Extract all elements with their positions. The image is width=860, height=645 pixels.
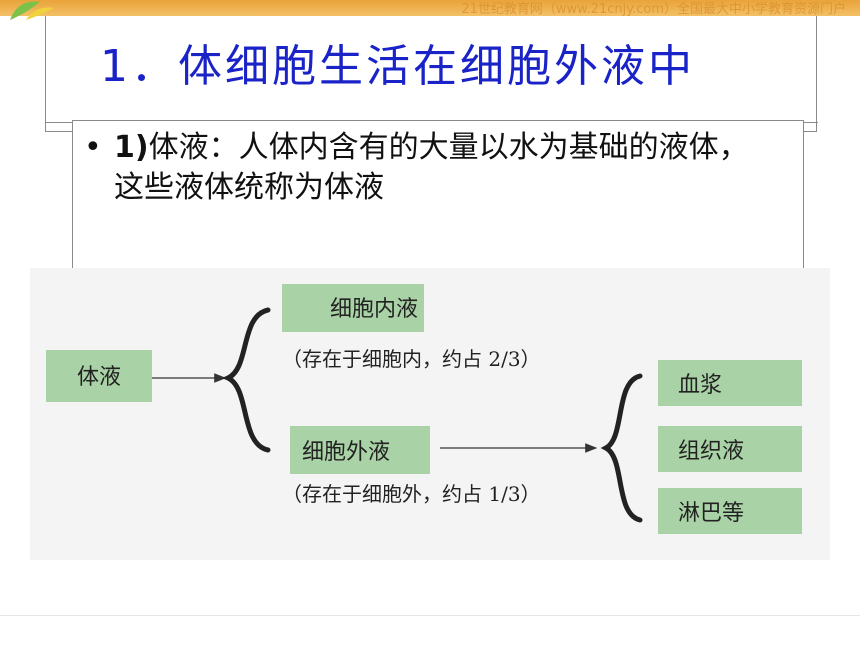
content-box [72,120,804,269]
left-brace-icon [221,307,271,453]
component-box-tissue-fluid [658,426,802,472]
component-lymph: 淋巴等 [678,501,744,526]
title-frame-tick-left [45,122,73,123]
bullet-lead: 1) [114,130,149,165]
bullet-item: • 1)体液：人体内含有的大量以水为基础的液体，这些液体统称为体液 [84,128,784,208]
footer-divider [0,615,860,616]
component-tissue-fluid: 组织液 [678,439,744,464]
bullet-marker: • [84,130,102,165]
intracellular-box [282,284,424,332]
component-box-lymph [658,488,802,534]
component-plasma: 血浆 [678,373,722,398]
root-box [46,350,152,402]
extracellular-box [290,426,430,474]
intracellular-note: （存在于细胞内，约占 2/3） [282,347,541,371]
root-label: 体液 [77,365,121,390]
top-banner: 21世纪教育网（www.21cnjy.com）全国最大中小学教育资源门户 [0,0,860,17]
extracellular-label: 细胞外液 [302,440,390,465]
banner-text: 21世纪教育网（www.21cnjy.com）全国最大中小学教育资源门户 [461,2,846,17]
intracellular-label: 细胞内液 [330,297,418,322]
slide-title: 1．体细胞生活在细胞外液中 [100,41,695,92]
leaf-logo-icon [10,1,54,20]
title-frame-tick-right [790,122,818,123]
bullet-body: 体液：人体内含有的大量以水为基础的液体，这些液体统称为体液 [114,130,749,205]
body-fluid-diagram: 体液 细胞内液 （存在于细胞内，约占 2/3） 细胞外液 （存在于细胞外，约占 … [30,268,830,560]
extracellular-note: （存在于细胞外，约占 1/3） [282,482,541,506]
bullet-text: 1)体液：人体内含有的大量以水为基础的液体，这些液体统称为体液 [114,128,774,208]
right-brace-icon [600,373,643,523]
component-box-plasma [658,360,802,406]
